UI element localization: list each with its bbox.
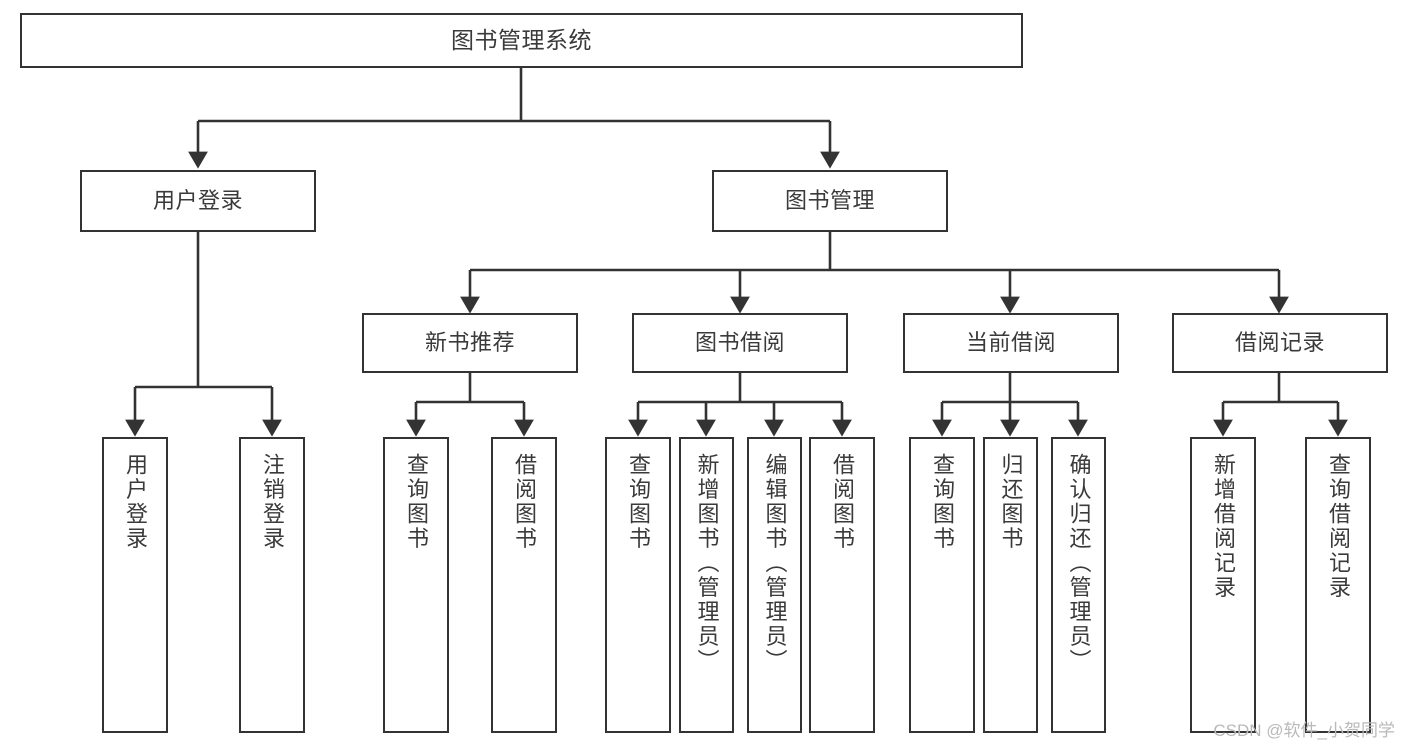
node-label: 查询图书	[404, 453, 429, 551]
leaf-book-borrow-add-book-admin[interactable]: 新增图书（管理员）	[679, 437, 734, 733]
node-new-book-recommend[interactable]: 新书推荐	[362, 313, 578, 373]
node-label: 确认归还（管理员）	[1066, 453, 1092, 674]
node-label: 归还图书	[998, 453, 1024, 551]
leaf-borrow-record-add-record[interactable]: 新增借阅记录	[1190, 437, 1256, 733]
node-book-borrow[interactable]: 图书借阅	[632, 313, 848, 373]
node-user-login[interactable]: 用户登录	[80, 170, 316, 232]
leaf-borrow-record-query-record[interactable]: 查询借阅记录	[1305, 437, 1371, 733]
leaf-book-borrow-query-book[interactable]: 查询图书	[605, 437, 671, 733]
leaf-book-borrow-edit-book-admin[interactable]: 编辑图书（管理员）	[747, 437, 802, 733]
leaf-new-book-borrow-book[interactable]: 借阅图书	[491, 437, 557, 733]
node-label: 查询图书	[930, 453, 955, 551]
node-borrow-record[interactable]: 借阅记录	[1172, 313, 1388, 373]
leaf-book-borrow-borrow-book[interactable]: 借阅图书	[809, 437, 875, 733]
node-root-system[interactable]: 图书管理系统	[20, 13, 1023, 68]
node-current-borrow[interactable]: 当前借阅	[903, 313, 1119, 373]
node-label: 查询图书	[626, 453, 651, 551]
node-label: 编辑图书（管理员）	[762, 453, 788, 674]
leaf-user-login-logout[interactable]: 注销登录	[239, 437, 305, 733]
node-label: 新增图书（管理员）	[694, 453, 720, 674]
node-label: 注销登录	[260, 453, 285, 551]
leaf-user-login-login[interactable]: 用户登录	[102, 437, 168, 733]
node-label: 用户登录	[152, 187, 243, 213]
node-book-management[interactable]: 图书管理	[712, 170, 948, 232]
node-label: 用户登录	[123, 453, 148, 551]
leaf-new-book-query-book[interactable]: 查询图书	[383, 437, 449, 733]
node-label: 当前借阅	[965, 329, 1056, 355]
node-label: 图书管理	[784, 187, 875, 213]
csdn-watermark: CSDN @软件_小贺同学	[1213, 721, 1395, 740]
node-label: 查询借阅记录	[1326, 453, 1351, 600]
leaf-current-borrow-return-book[interactable]: 归还图书	[983, 437, 1038, 733]
node-label: 新书推荐	[424, 329, 515, 355]
node-label: 借阅图书	[512, 453, 537, 551]
leaf-current-borrow-query-book[interactable]: 查询图书	[909, 437, 975, 733]
node-label: 新增借阅记录	[1211, 453, 1236, 600]
node-label: 图书借阅	[694, 329, 785, 355]
node-label: 借阅图书	[830, 453, 855, 551]
leaf-current-borrow-confirm-return-admin[interactable]: 确认归还（管理员）	[1051, 437, 1106, 733]
node-label: 借阅记录	[1234, 329, 1325, 355]
node-label: 图书管理系统	[451, 27, 592, 54]
